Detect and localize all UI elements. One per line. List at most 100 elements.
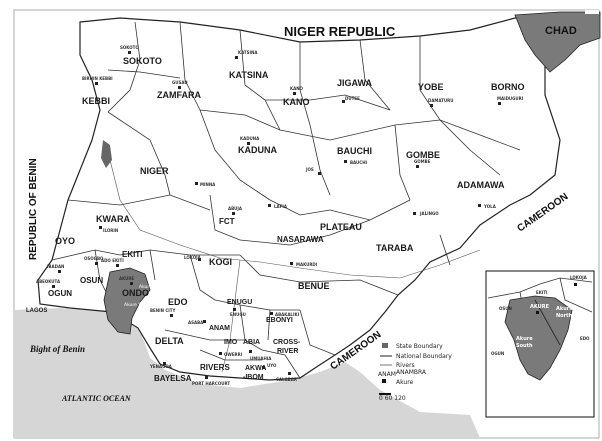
capital-marker [342,100,345,103]
capital-marker [205,376,208,379]
state-borno: BORNO [491,82,525,92]
capital-marker [203,320,206,323]
inset-akure-marker [536,311,539,314]
capital-marker [130,282,133,285]
capital-marker [198,258,201,261]
inset-akure-label: AKURE [530,304,550,310]
capital-marker [416,165,419,168]
capital-marker [219,352,222,355]
label-akure-north: Akure North [139,284,166,290]
capital-marker [247,142,250,145]
legend-akure: Akure [396,379,414,386]
inset-akure-north-line2: North [556,313,572,319]
capital-uyo: UYO [267,363,277,368]
capital-marker [318,172,321,175]
capital-abeokuta: ABEOKUTA [36,279,61,284]
inset-ekiti-label: EKITI [536,290,548,295]
capital-marker [293,92,296,95]
capital-enugu: ENUGU [230,312,246,317]
state-ebonyi: EBONYI [266,317,293,324]
legend-scale-label: 0 60 120 [379,395,406,402]
state-boundaries [51,21,521,379]
capital-marker [232,212,235,215]
state-nasarawa: NASARAWA [277,235,324,244]
legend-national-boundary: National Boundary [396,353,452,360]
state-oyo: OYO [55,236,75,246]
state-plateau: PLATEAU [320,222,362,232]
capital-marker [116,264,119,267]
inset-ondo-highlight [504,295,573,381]
capital-marker [262,366,265,369]
legend-anambra: ANAMBRA [396,369,427,376]
state-ibom: -IBOM [243,374,264,381]
capital-marker [170,314,173,317]
capital-calabar: CALABAR [276,377,297,382]
state-rivers: RIVERS [200,363,230,372]
capital-jalingo: JALINGO [419,211,439,216]
inset-edo-label: EDO [580,336,590,341]
capital-minna: MINNA [200,182,216,187]
state-enugu: ENUGU [227,299,252,306]
capital-owerri: OWERRI [224,352,243,357]
inset-lokoja-marker [574,283,577,286]
map-legend: State Boundary National Boundary Rivers … [378,343,452,402]
capital-marker [128,51,131,54]
capital-umuahia: UMUAHIA [250,356,272,361]
state-labels: SOKOTO KEBBI ZAMFARA KATSINA KANO JIGAWA… [26,56,525,383]
rivers [109,159,481,373]
state-anam: ANAM [209,325,230,332]
capital-makurdi: MAKURDI [296,262,318,267]
inset-akure-north-line1: Akure [556,306,573,312]
country-niger-republic: NIGER REPUBLIC [284,24,396,39]
capital-ado-ekiti: ADO EKITI [101,258,124,263]
capital-jos: JOS [305,167,314,172]
state-abia: ABIA [243,339,260,346]
state-imo: IMO [224,339,238,346]
legend-akure-marker [382,379,386,383]
state-sokoto: SOKOTO [123,56,162,66]
water-atlantic-ocean: ATLANTIC OCEAN [61,394,132,403]
nigeria-outline [37,13,561,381]
capital-lafia: LAFIA [274,204,288,209]
capital-maiduguri: MAIDUGURI [497,96,524,101]
inset-osun-label: OSUN [499,306,512,311]
state-jigawa: JIGAWA [337,78,373,88]
state-benue: BENUE [298,281,330,291]
capital-marker [163,362,166,365]
capital-marker [498,102,501,105]
label-akure-south: Akure South [124,302,152,308]
state-kwara: KWARA [96,214,130,224]
capital-asaba: ASABA [188,320,204,325]
state-akwa: AKWA [245,365,266,372]
capital-markers: SOKOTO BIRNIN KEBBI GUSAU KATSINA KANO D… [36,45,524,386]
state-osun: OSUN [80,276,103,285]
capital-marker [58,270,61,273]
state-lagos: LAGOS [26,308,47,314]
state-kano: KANO [283,97,310,107]
capital-marker [52,285,55,288]
state-bayelsa: BAYELSA [154,374,192,383]
capital-port-harcourt: PORT HARCOURT [192,381,230,386]
state-kebbi: KEBBI [82,96,110,106]
capital-gusau: GUSAU [172,80,188,85]
capital-dutse: DUTSE [345,96,360,101]
capital-sokoto: SOKOTO [120,45,139,50]
capital-kano: KANO [290,86,304,91]
inset-ogun-label: OGUN [491,351,504,356]
inset-map: LOKOJA EKITI OSUN AKURE Akure North Akur… [485,270,595,418]
capital-ilorin: ILORIN [103,228,118,233]
state-ogun: OGUN [48,289,72,298]
capital-marker [195,182,198,185]
kainji-lake [101,140,112,168]
capital-bauchi: BAUCHI [350,160,368,165]
capital-marker [268,204,271,207]
state-bauchi: BAUCHI [337,146,372,156]
capital-benin-city: BENIN CITY [150,308,176,313]
inset-akure-south-line1: Akure [516,336,533,342]
capital-akure: AKURE [119,276,134,281]
chad-top-mask [585,10,599,14]
state-adamawa: ADAMAWA [457,180,505,190]
state-taraba: TARABA [376,243,414,253]
chad-region [514,11,601,73]
